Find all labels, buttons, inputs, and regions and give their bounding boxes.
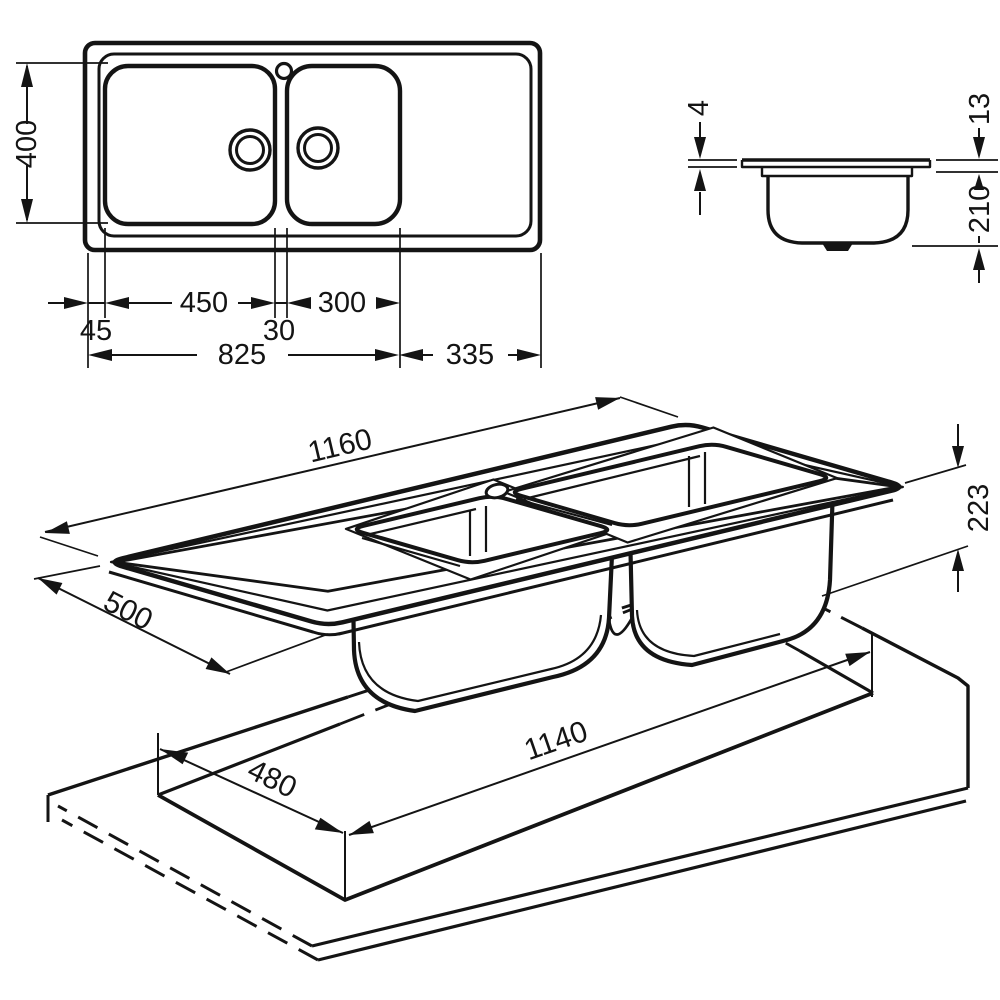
dim-label-400: 400	[11, 120, 43, 168]
dim-label-4: 4	[683, 100, 715, 116]
plan-drain-large-inner	[235, 135, 265, 165]
dim-label-1160: 1160	[305, 423, 375, 470]
dim-label-500: 500	[98, 585, 158, 637]
plan-dim-row2: 825 335	[88, 339, 541, 371]
section-dim-4: 4	[683, 100, 737, 215]
iso-opening-small	[512, 442, 829, 528]
plan-drain-small-inner	[303, 133, 333, 163]
section-rim-bottom	[740, 160, 932, 169]
dim-label-450: 450	[180, 287, 228, 319]
section-dim-13-210: 13 210	[912, 93, 998, 283]
iso-bowl-openings	[344, 426, 839, 581]
section-drain-boss	[822, 243, 853, 251]
plan-drain-large-outer	[228, 128, 272, 172]
plan-drain-small-outer	[296, 126, 340, 170]
iso-bowl-divider	[607, 617, 634, 636]
plan-extension-lines	[87, 228, 542, 368]
plan-bowl-large	[102, 63, 278, 227]
plan-sink-outer-rim	[82, 40, 543, 253]
dim-label-13: 13	[964, 93, 996, 125]
plan-dim-row1: 450 300 45 30	[48, 287, 400, 347]
plan-dim-400: 400	[11, 62, 108, 224]
dim-label-45: 45	[80, 315, 112, 347]
iso-dim-1160: 1160	[39, 396, 679, 557]
iso-tap-hole	[484, 482, 510, 500]
dim-label-30: 30	[263, 315, 295, 347]
dim-label-335: 335	[446, 339, 494, 371]
section-view: 4 13 210	[683, 93, 998, 283]
isometric-view: 1160 500	[33, 396, 995, 962]
dim-label-223: 223	[963, 484, 995, 532]
plan-bowl-small	[284, 63, 403, 227]
plan-tap-hole	[274, 61, 294, 81]
section-rim-lip	[760, 167, 914, 178]
iso-dim-223: 223	[821, 424, 995, 597]
dim-label-825: 825	[218, 339, 266, 371]
dim-label-300: 300	[318, 287, 366, 319]
plan-sink-deck	[97, 52, 533, 238]
plan-view: 400 450 300 45 30 825 3	[11, 40, 543, 371]
section-bowl	[766, 176, 910, 245]
dim-label-210: 210	[964, 185, 996, 233]
